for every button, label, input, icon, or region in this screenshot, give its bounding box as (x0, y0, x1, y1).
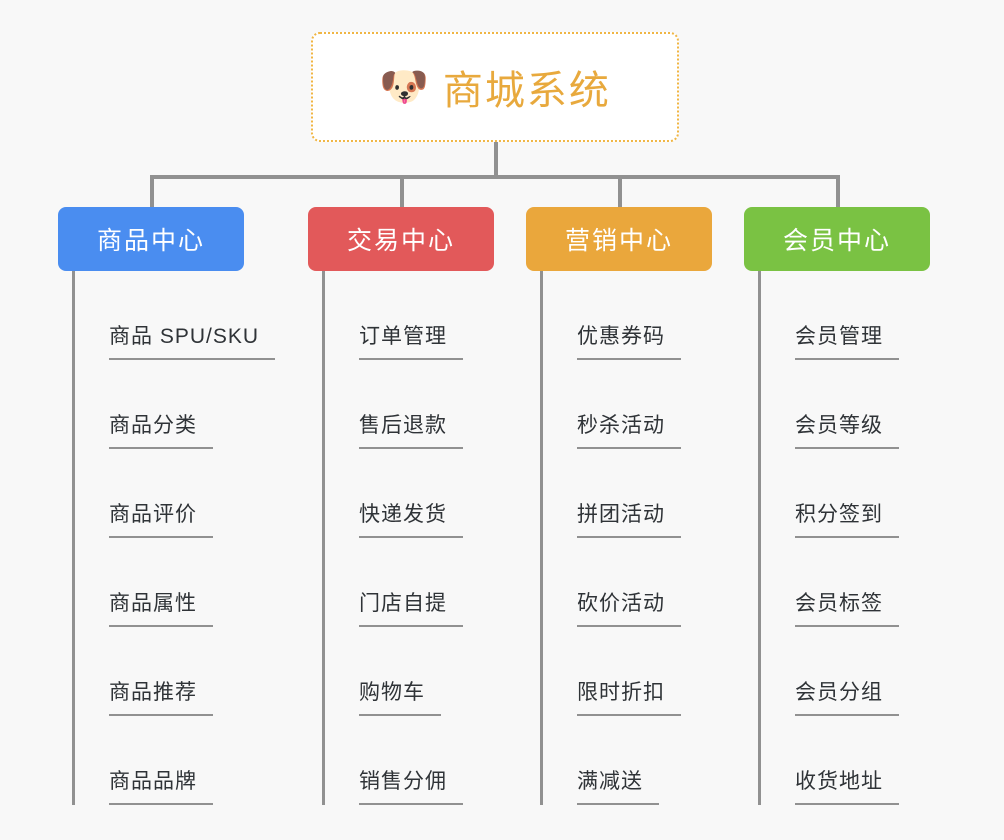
leaf-item[interactable]: 商品属性 (75, 538, 244, 627)
leaf-label: 销售分佣 (359, 765, 463, 805)
root-node[interactable]: 🐶 商城系统 (311, 32, 679, 142)
leaf-label: 收货地址 (795, 765, 899, 805)
branch-member-center: 会员中心 会员管理 会员等级 积分签到 会员标签 会员分组 收货地址 (744, 207, 930, 805)
connector-drop-4 (836, 175, 840, 208)
leaf-item[interactable]: 积分签到 (761, 449, 930, 538)
category-header-trade-center[interactable]: 交易中心 (308, 207, 494, 271)
leaf-item[interactable]: 商品评价 (75, 449, 244, 538)
connector-drop-1 (150, 175, 154, 208)
leaf-label: 商品 SPU/SKU (109, 320, 276, 360)
leaf-list-trade-center: 订单管理 售后退款 快递发货 门店自提 购物车 销售分佣 (322, 271, 494, 805)
leaf-item[interactable]: 商品 SPU/SKU (75, 271, 276, 360)
leaf-label: 商品评价 (109, 498, 213, 538)
leaf-label: 拼团活动 (577, 498, 681, 538)
root-title: 商城系统 (442, 69, 611, 113)
leaf-item[interactable]: 会员标签 (761, 538, 930, 627)
leaf-label: 订单管理 (359, 320, 463, 360)
leaf-label: 会员分组 (795, 676, 899, 716)
branch-product-center: 商品中心 商品 SPU/SKU 商品分类 商品评价 商品属性 商品推荐 商品品牌 (58, 207, 276, 805)
leaf-item[interactable]: 销售分佣 (325, 716, 494, 805)
leaf-item[interactable]: 会员等级 (761, 360, 930, 449)
category-header-member-center[interactable]: 会员中心 (744, 207, 930, 271)
leaf-label: 商品分类 (109, 409, 213, 449)
leaf-label: 满减送 (577, 765, 659, 805)
leaf-list-product-center: 商品 SPU/SKU 商品分类 商品评价 商品属性 商品推荐 商品品牌 (72, 271, 276, 805)
leaf-item[interactable]: 购物车 (325, 627, 494, 716)
leaf-label: 会员等级 (795, 409, 899, 449)
shiba-dog-face-icon: 🐶 (379, 65, 429, 109)
leaf-label: 限时折扣 (577, 676, 681, 716)
leaf-item[interactable]: 门店自提 (325, 538, 494, 627)
leaf-list-member-center: 会员管理 会员等级 积分签到 会员标签 会员分组 收货地址 (758, 271, 930, 805)
leaf-item[interactable]: 商品品牌 (75, 716, 244, 805)
leaf-item[interactable]: 售后退款 (325, 360, 494, 449)
connector-drop-3 (618, 175, 622, 208)
branch-trade-center: 交易中心 订单管理 售后退款 快递发货 门店自提 购物车 销售分佣 (308, 207, 494, 805)
category-header-marketing-center[interactable]: 营销中心 (526, 207, 712, 271)
category-label: 交易中心 (346, 227, 455, 255)
leaf-item[interactable]: 收货地址 (761, 716, 930, 805)
leaf-label: 秒杀活动 (577, 409, 681, 449)
leaf-item[interactable]: 秒杀活动 (543, 360, 712, 449)
leaf-item[interactable]: 满减送 (543, 716, 712, 805)
leaf-item[interactable]: 会员分组 (761, 627, 930, 716)
leaf-label: 售后退款 (359, 409, 463, 449)
leaf-item[interactable]: 快递发货 (325, 449, 494, 538)
leaf-label: 商品属性 (109, 587, 213, 627)
category-label: 会员中心 (782, 227, 891, 255)
leaf-label: 砍价活动 (577, 587, 681, 627)
connector-root-stem (494, 142, 498, 179)
leaf-list-marketing-center: 优惠券码 秒杀活动 拼团活动 砍价活动 限时折扣 满减送 (540, 271, 712, 805)
leaf-item[interactable]: 订单管理 (325, 271, 494, 360)
leaf-label: 积分签到 (795, 498, 899, 538)
leaf-label: 商品推荐 (109, 676, 213, 716)
leaf-item[interactable]: 砍价活动 (543, 538, 712, 627)
category-label: 营销中心 (564, 227, 673, 255)
leaf-label: 优惠券码 (577, 320, 681, 360)
branch-marketing-center: 营销中心 优惠券码 秒杀活动 拼团活动 砍价活动 限时折扣 满减送 (526, 207, 712, 805)
leaf-label: 快递发货 (359, 498, 463, 538)
leaf-item[interactable]: 拼团活动 (543, 449, 712, 538)
connector-horizontal-bus (150, 175, 840, 179)
leaf-item[interactable]: 商品推荐 (75, 627, 244, 716)
leaf-item[interactable]: 优惠券码 (543, 271, 712, 360)
category-label: 商品中心 (96, 227, 205, 255)
leaf-label: 会员管理 (795, 320, 899, 360)
leaf-label: 门店自提 (359, 587, 463, 627)
leaf-item[interactable]: 商品分类 (75, 360, 244, 449)
leaf-item[interactable]: 会员管理 (761, 271, 930, 360)
connector-drop-2 (400, 175, 404, 208)
leaf-label: 会员标签 (795, 587, 899, 627)
leaf-label: 商品品牌 (109, 765, 213, 805)
category-header-product-center[interactable]: 商品中心 (58, 207, 244, 271)
leaf-label: 购物车 (359, 676, 441, 716)
leaf-item[interactable]: 限时折扣 (543, 627, 712, 716)
